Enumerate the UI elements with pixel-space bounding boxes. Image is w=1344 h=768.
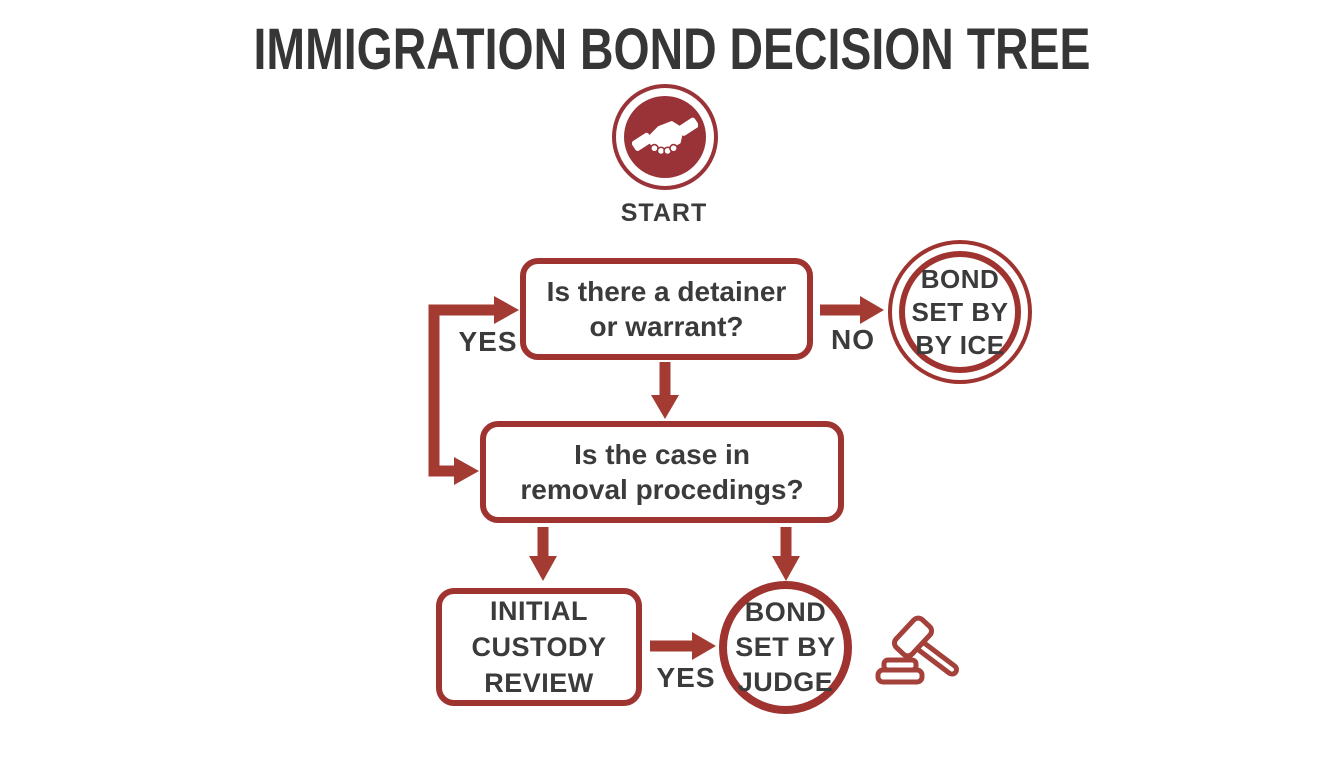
judge-line1: BOND bbox=[744, 597, 827, 627]
handshake-icon bbox=[624, 96, 706, 178]
ice-line3: BY ICE bbox=[915, 329, 1005, 360]
decision-box-detainer-line1: Is there a detainer bbox=[546, 276, 787, 307]
start-node bbox=[612, 84, 718, 190]
review-line1: INITIAL bbox=[490, 596, 588, 626]
review-line3: REVIEW bbox=[484, 668, 594, 698]
arrowhead-no bbox=[860, 296, 884, 324]
terminal-bond-set-by-ice: BOND SET BY BY ICE bbox=[888, 240, 1032, 384]
arrowhead-review bbox=[529, 556, 557, 581]
label-no: NO bbox=[831, 324, 875, 355]
decision-box-detainer-line2: or warrant? bbox=[589, 311, 744, 342]
decision-box-removal-line1: Is the case in bbox=[574, 439, 750, 470]
judge-label: BOND SET BY JUDGE bbox=[735, 595, 836, 700]
arrowhead-into-q1 bbox=[494, 296, 519, 324]
ice-line2: SET BY bbox=[911, 296, 1009, 327]
decision-box-removal: Is the case in removal procedings? bbox=[480, 421, 844, 523]
arrowhead-judge-down bbox=[772, 556, 800, 581]
ice-label: BOND SET BY BY ICE bbox=[912, 263, 1009, 362]
handshake-icon-glyph bbox=[632, 117, 698, 156]
decision-box-detainer: Is there a detainer or warrant? bbox=[520, 258, 813, 360]
arrowhead-q1-q2 bbox=[651, 395, 679, 419]
review-line2: CUSTODY bbox=[471, 632, 607, 662]
arrowhead-yes-bottom bbox=[692, 632, 716, 660]
judge-line3: JUDGE bbox=[737, 667, 834, 697]
ice-line1: BOND bbox=[920, 263, 1000, 294]
gavel-icon bbox=[875, 615, 959, 685]
ice-inner-ring: BOND SET BY BY ICE bbox=[899, 251, 1021, 373]
judge-line2: SET BY bbox=[735, 632, 836, 662]
label-yes-bottom: YES bbox=[656, 662, 716, 693]
terminal-bond-set-by-judge: BOND SET BY JUDGE bbox=[719, 581, 852, 714]
decision-box-removal-line2: removal procedings? bbox=[520, 474, 804, 505]
arrowhead-into-q2 bbox=[454, 457, 479, 485]
box-initial-custody-review: INITIAL CUSTODY REVIEW bbox=[436, 588, 642, 706]
page-title: IMMIGRATION BOND DECISION TREE bbox=[253, 17, 1091, 82]
label-yes-top: YES bbox=[458, 326, 518, 357]
start-label: START bbox=[620, 199, 708, 227]
